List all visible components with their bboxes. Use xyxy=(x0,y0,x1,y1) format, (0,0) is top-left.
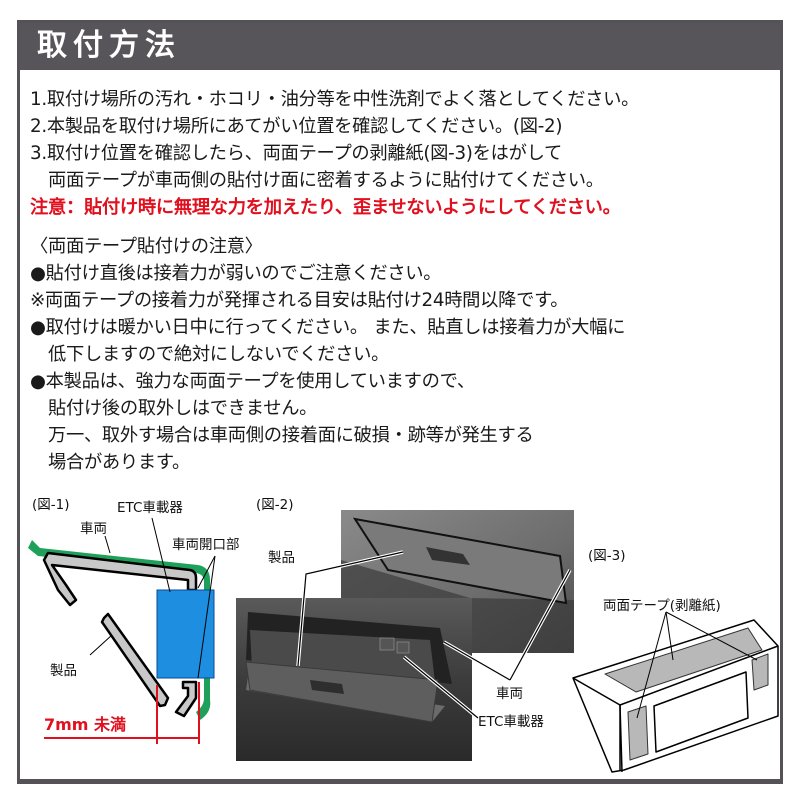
figure-2-product-label: 製品 xyxy=(268,550,295,566)
step-1: 1.取付け場所の汚れ・ホコリ・油分等を中性洗剤でよく落としてください。 xyxy=(30,89,640,110)
tape-note-line: 低下しますので絶対にしないでください。 xyxy=(30,344,390,365)
figure-2-etc-label: ETC車載器 xyxy=(478,714,544,730)
figure-1-diagram xyxy=(28,517,216,744)
header-bar: 取付方法 xyxy=(20,23,780,70)
step-3-cont: 両面テープが車両側の貼付け面に密着するように貼付けてください。 xyxy=(30,170,604,191)
figure-1-vehicle-label: 車両 xyxy=(80,521,107,537)
tape-note-line: ※両面テープの接着力が発揮される目安は貼付け24時間以降です。 xyxy=(30,290,569,311)
step-3: 3.取付け位置を確認したら、両面テープの剥離紙(図-3)をはがして xyxy=(30,143,562,164)
figure-1-opening-label: 車両開口部 xyxy=(172,537,240,553)
figure-3-product-illustration xyxy=(572,611,779,773)
figure-1-etc-label: ETC車載器 xyxy=(117,500,183,516)
figure-1-caption: (図-1) xyxy=(32,497,70,513)
figure-1-product-label: 製品 xyxy=(50,663,77,679)
figure-2-vehicle-label: 車両 xyxy=(496,686,523,702)
figure-1-dimension: 7mm 未満 xyxy=(44,715,127,734)
figure-2-caption: (図-2) xyxy=(256,497,294,513)
figure-3-caption: (図-3) xyxy=(588,548,626,564)
tape-note-line: 万一、取外す場合は車両側の接着面に破損・跡等が発生する xyxy=(30,425,534,446)
figure-2-photo xyxy=(236,510,574,761)
tape-note-line: ●貼付け直後は接着力が弱いのでご注意ください。 xyxy=(30,263,442,284)
caution-text: 注意：貼付け時に無理な力を加えたり、歪ませないようにしてください。 xyxy=(30,197,621,218)
tape-notes-heading: 〈両面テープ貼付けの注意〉 xyxy=(30,236,263,257)
figure-3-tape-label: 両面テープ(剥離紙) xyxy=(603,598,721,614)
tape-note-line: ●取付けは暖かい日中に行ってください。 また、貼直しは接着力が大幅に xyxy=(30,317,626,338)
step-2: 2.本製品を取付け場所にあてがい位置を確認してください。(図-2) xyxy=(30,116,563,137)
tape-note-line: 場合があります。 xyxy=(30,452,191,473)
page-title: 取付方法 xyxy=(37,28,181,63)
tape-note-line: 貼付け後の取外しはできません。 xyxy=(30,398,318,419)
tape-note-line: ●本製品は、強力な両面テープを使用していますので、 xyxy=(30,371,475,392)
